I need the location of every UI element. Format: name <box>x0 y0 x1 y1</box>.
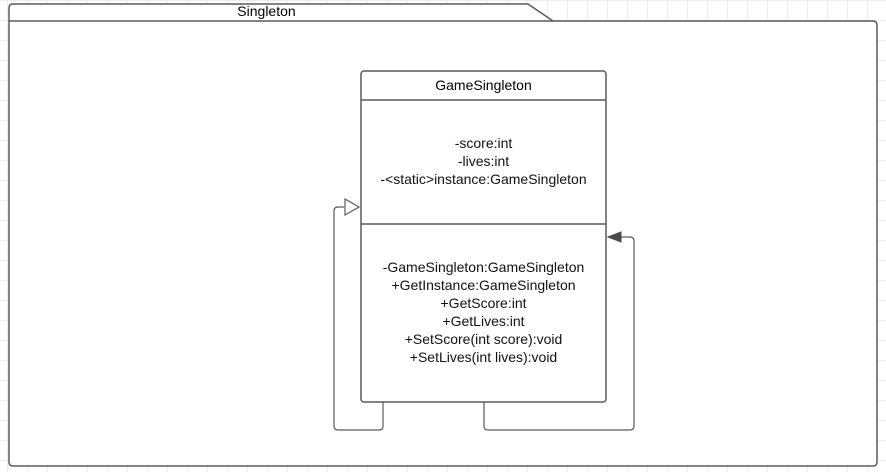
solid-arrowhead-icon <box>606 231 622 243</box>
class-operations-section: -GameSingleton:GameSingleton +GetInstanc… <box>361 258 606 366</box>
attribute-item: -score:int <box>454 135 513 151</box>
class-attributes-section: -score:int -lives:int -<static>instance:… <box>361 134 606 188</box>
attribute-item: -<static>instance:GameSingleton <box>380 171 587 187</box>
self-association-right-line[interactable] <box>483 236 635 431</box>
class-gamesingleton[interactable]: GameSingleton -score:int -lives:int -<st… <box>361 71 606 402</box>
operation-item: +SetScore(int score):void <box>404 331 563 347</box>
operation-item: +GetScore:int <box>440 295 527 311</box>
operation-item: +SetLives(int lives):void <box>409 349 558 365</box>
operation-item: +GetLives:int <box>442 313 525 329</box>
class-name-label: GameSingleton <box>435 77 532 93</box>
self-association-left-line[interactable] <box>333 206 384 431</box>
hollow-triangle-arrowhead-icon <box>344 197 361 217</box>
operation-item: -GameSingleton:GameSingleton <box>382 259 585 275</box>
package-name-label: Singleton <box>237 3 296 19</box>
operation-item: +GetInstance:GameSingleton <box>391 277 576 293</box>
attribute-item: -lives:int <box>457 153 510 169</box>
